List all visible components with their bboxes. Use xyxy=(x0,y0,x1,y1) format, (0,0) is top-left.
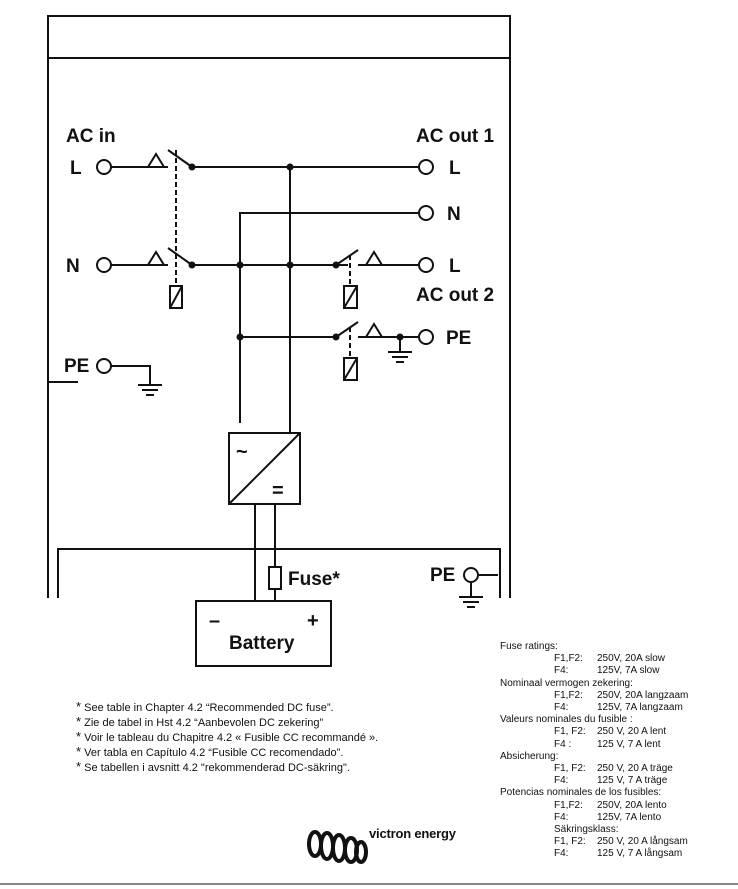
ac-out1-label: AC out 1 xyxy=(416,126,495,147)
ratings-row: F4 : 125 V, 7 A lent xyxy=(500,739,732,751)
fuse-label: Fuse* xyxy=(288,569,340,590)
ac-in-n-line xyxy=(96,247,348,273)
victron-coil-icon xyxy=(307,830,368,864)
ac-out2-l-line xyxy=(290,249,434,309)
ratings-value: 125V, 7A langzaam xyxy=(597,702,683,714)
ac-out2-pe-line xyxy=(236,321,434,381)
ratings-row: F1, F2: 250 V, 20 A lent xyxy=(500,726,732,738)
inverter-charger xyxy=(228,432,301,505)
footnote-marker: * xyxy=(76,759,82,774)
ratings-key: F4 : xyxy=(554,738,572,750)
ratings-row: F1, F2: 250 V, 20 A träge xyxy=(500,763,732,775)
ac-out2-label: AC out 2 xyxy=(416,285,494,306)
footnote-marker: * xyxy=(76,744,82,759)
footnote-line: * Ver tabla en Capítulo 4.2 “Fusible CC … xyxy=(76,745,378,760)
inverter-ac-symbol: ~ xyxy=(236,441,248,463)
ac-in-n-label: N xyxy=(66,256,80,277)
footnote-marker: * xyxy=(76,699,82,714)
footnote-line: * Voir le tableau du Chapitre 4.2 « Fusi… xyxy=(76,730,378,745)
ratings-key: F4: xyxy=(554,702,569,714)
ratings-key: F4: xyxy=(554,848,569,860)
ratings-key: F1, F2: xyxy=(554,726,586,738)
footnote-line: * See table in Chapter 4.2 “Recommended … xyxy=(76,700,378,715)
ratings-row: F1,F2: 250V, 20A slow xyxy=(500,653,732,665)
ratings-row: F1,F2: 250V, 20A langzaam xyxy=(500,690,732,702)
footnote-text: Zie de tabel in Hst 4.2 “Aanbevolen DC z… xyxy=(84,717,324,729)
footnotes: * See table in Chapter 4.2 “Recommended … xyxy=(76,700,378,775)
ratings-key: Säkringsklass: xyxy=(554,824,619,836)
footnote-text: Voir le tableau du Chapitre 4.2 « Fusibl… xyxy=(84,732,379,744)
ratings-value: 250 V, 20 A långsam xyxy=(597,836,688,848)
ratings-value: 250V, 20A langzaam xyxy=(597,689,689,701)
ratings-value: 250V, 20A lento xyxy=(597,799,667,811)
ac-out1-n-line xyxy=(239,205,434,423)
ac-out1-n-label: N xyxy=(447,204,461,225)
ratings-value: 250 V, 20 A träge xyxy=(597,763,673,775)
ratings-row: F4: 125 V, 7 A träge xyxy=(500,775,732,787)
ratings-value: 250 V, 20 A lent xyxy=(597,726,667,738)
ratings-row: F4: 125V, 7A slow xyxy=(500,665,732,677)
ratings-value: 125 V, 7 A lent xyxy=(597,738,661,750)
ratings-key: F1,F2: xyxy=(554,653,583,665)
footnote-marker: * xyxy=(76,714,82,729)
enclosure-outline xyxy=(47,15,511,598)
ac-in-label: AC in xyxy=(66,126,116,147)
ac-out2-pe-label: PE xyxy=(446,328,471,349)
ratings-key: F1, F2: xyxy=(554,836,586,848)
ratings-heading: Fuse ratings: xyxy=(500,641,558,652)
ratings-heading: Nominaal vermogen zekering: xyxy=(500,677,633,689)
footnote-text: Ver tabla en Capítulo 4.2 “Fusible CC re… xyxy=(84,747,344,759)
ratings-value: 125V, 7A lento xyxy=(597,811,662,823)
ac-in-l-label: L xyxy=(70,158,82,179)
ac-in-l-line xyxy=(96,149,434,175)
logo-text: victron energy xyxy=(369,826,456,841)
ratings-value: 250V, 20A slow xyxy=(597,653,666,665)
ratings-key: F1, F2: xyxy=(554,763,586,775)
ratings-key: F1,F2: xyxy=(554,799,583,811)
ratings-key: F4: xyxy=(554,811,569,823)
battery-label: Battery xyxy=(229,633,295,654)
ac-out1-l-label: L xyxy=(449,158,461,179)
ratings-heading: Absicherung: xyxy=(500,750,559,762)
battery-plus-label: + xyxy=(307,610,319,632)
ratings-row: F4: 125 V, 7 A långsam xyxy=(500,848,732,860)
ratings-row: F1, F2: 250 V, 20 A långsam xyxy=(500,836,732,848)
victron-logo: victron energy xyxy=(305,822,480,866)
ratings-heading: Valeurs nominales du fusible : xyxy=(500,714,633,726)
ratings-row: F4: 125V, 7A langzaam xyxy=(500,702,732,714)
footnote-marker: * xyxy=(76,729,82,744)
dc-lines xyxy=(254,504,282,601)
pe-bottom-label: PE xyxy=(430,565,455,586)
footnote-text: See table in Chapter 4.2 “Recommended DC… xyxy=(84,702,334,714)
pe-input-line xyxy=(48,358,162,396)
footnote-line: * Se tabellen i avsnitt 4.2 "rekommender… xyxy=(76,760,378,775)
fuse-ratings-table: Fuse ratings: F1,F2: 250V, 20A slow F4: 12… xyxy=(500,641,732,861)
pe-input-label: PE xyxy=(64,356,89,377)
footnote-text: Se tabellen i avsnitt 4.2 "rekommenderad… xyxy=(84,762,350,774)
ratings-value: 125 V, 7 A träge xyxy=(597,775,668,787)
ac-out2-l-label: L xyxy=(449,256,461,277)
ratings-value: 125V, 7A slow xyxy=(597,665,660,677)
inverter-dc-symbol: = xyxy=(272,480,284,502)
ratings-key: F1,F2: xyxy=(554,689,583,701)
relay-ac-in xyxy=(169,150,183,309)
pe-bottom-line xyxy=(459,567,498,608)
ratings-key: F4: xyxy=(554,665,569,677)
ratings-key: F4: xyxy=(554,775,569,787)
ratings-heading: Potencias nominales de los fusibles: xyxy=(500,787,662,799)
battery-minus-label: – xyxy=(209,610,220,632)
ratings-row: Säkringsklass: xyxy=(500,824,732,836)
footnote-line: * Zie de tabel in Hst 4.2 “Aanbevolen DC… xyxy=(76,715,378,730)
ratings-value: 125 V, 7 A långsam xyxy=(597,848,683,860)
ratings-row: F4: 125V, 7A lento xyxy=(500,812,732,824)
battery xyxy=(195,600,332,667)
ratings-row: F1,F2: 250V, 20A lento xyxy=(500,800,732,812)
